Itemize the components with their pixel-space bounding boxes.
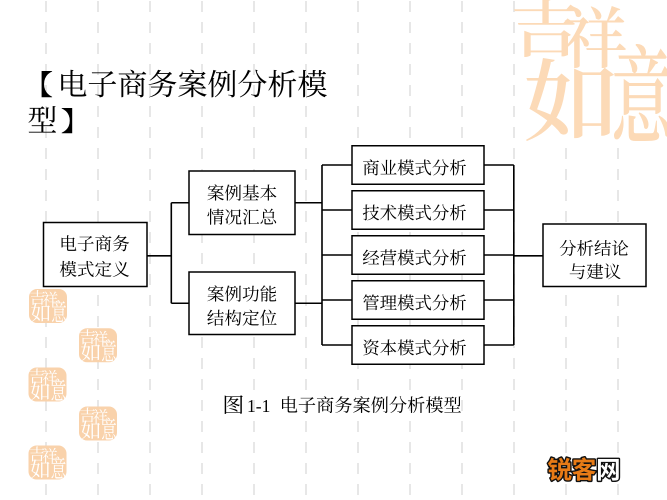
- svg-text:1-1: 1-1: [247, 396, 270, 416]
